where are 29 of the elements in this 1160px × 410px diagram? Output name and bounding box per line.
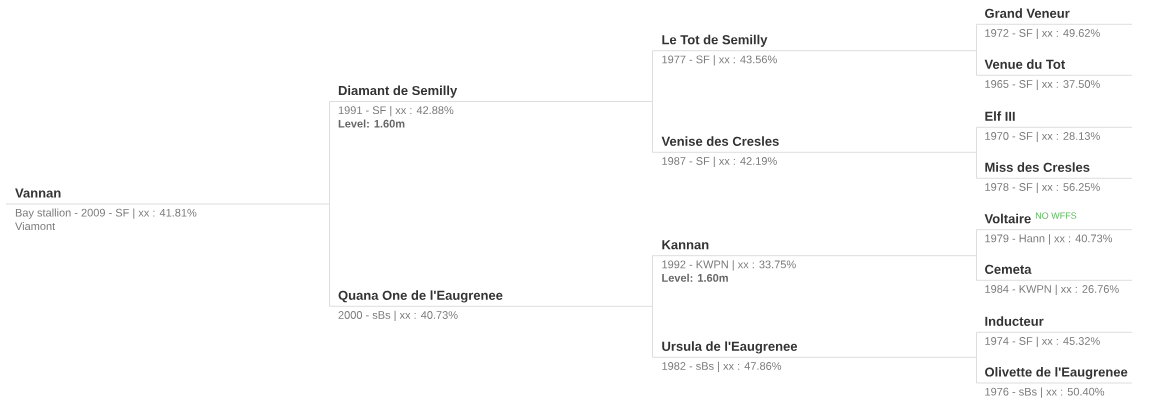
connector-line	[652, 101, 653, 153]
pedigree-entry: Voltaire NO WFFS 1979 - Hann | xx : 40.73%	[976, 212, 1133, 245]
connector-line	[976, 23, 977, 52]
connector-line	[976, 356, 977, 384]
connector-line	[652, 50, 653, 102]
connector-line	[976, 50, 977, 76]
connector-line	[329, 203, 330, 307]
pedigree-entry: Quana One de l'Eaugrenee 2000 - sBs | xx : 40.73%	[329, 290, 653, 322]
connector-line	[976, 229, 977, 257]
pedigree-entry: Venue du Tot 1965 - SF | xx : 37.50%	[976, 59, 1133, 91]
pedigree-entry: Miss des Cresles 1978 - SF | xx : 56.25%	[976, 162, 1133, 194]
connector-line	[976, 331, 977, 358]
pedigree-entry: Le Tot de Semilly 1977 - SF | xx : 43.56%	[652, 34, 977, 66]
pedigree-entry: Cemeta 1984 - KWPN | xx : 26.76%	[976, 264, 1133, 296]
pedigree-entry: Kannan 1992 - KWPN | xx : 33.75% Level: 1.60m	[652, 240, 977, 282]
pedigree-entry: Vannan Bay stallion - 2009 - SF | xx : 41.81% Viamont	[5, 188, 330, 231]
pedigree-entry: Grand Veneur 1972 - SF | xx : 49.62%	[976, 8, 1133, 40]
pedigree-entry: Diamant de Semilly 1991 - SF | xx : 42.88% Level: 1.60m	[329, 85, 653, 128]
pedigree-entry: Ursula de l'Eaugrenee 1982 - sBs | xx : 47.86%	[652, 341, 977, 373]
connector-line	[976, 151, 977, 179]
pedigree-entry: Elf III 1970 - SF | xx : 28.13%	[976, 111, 1133, 143]
connector-line	[976, 126, 977, 153]
connector-line	[976, 255, 977, 281]
pedigree-entry: Olivette de l'Eaugrenee 1976 - sBs | xx : 50.40%	[976, 367, 1133, 398]
pedigree-entry: Venise des Cresles 1987 - SF | xx : 42.19%	[652, 136, 977, 168]
connector-line	[652, 305, 653, 358]
pedigree-entry: Inducteur 1974 - SF | xx : 45.32%	[976, 316, 1133, 348]
connector-line	[652, 255, 653, 307]
connector-line	[329, 101, 330, 205]
